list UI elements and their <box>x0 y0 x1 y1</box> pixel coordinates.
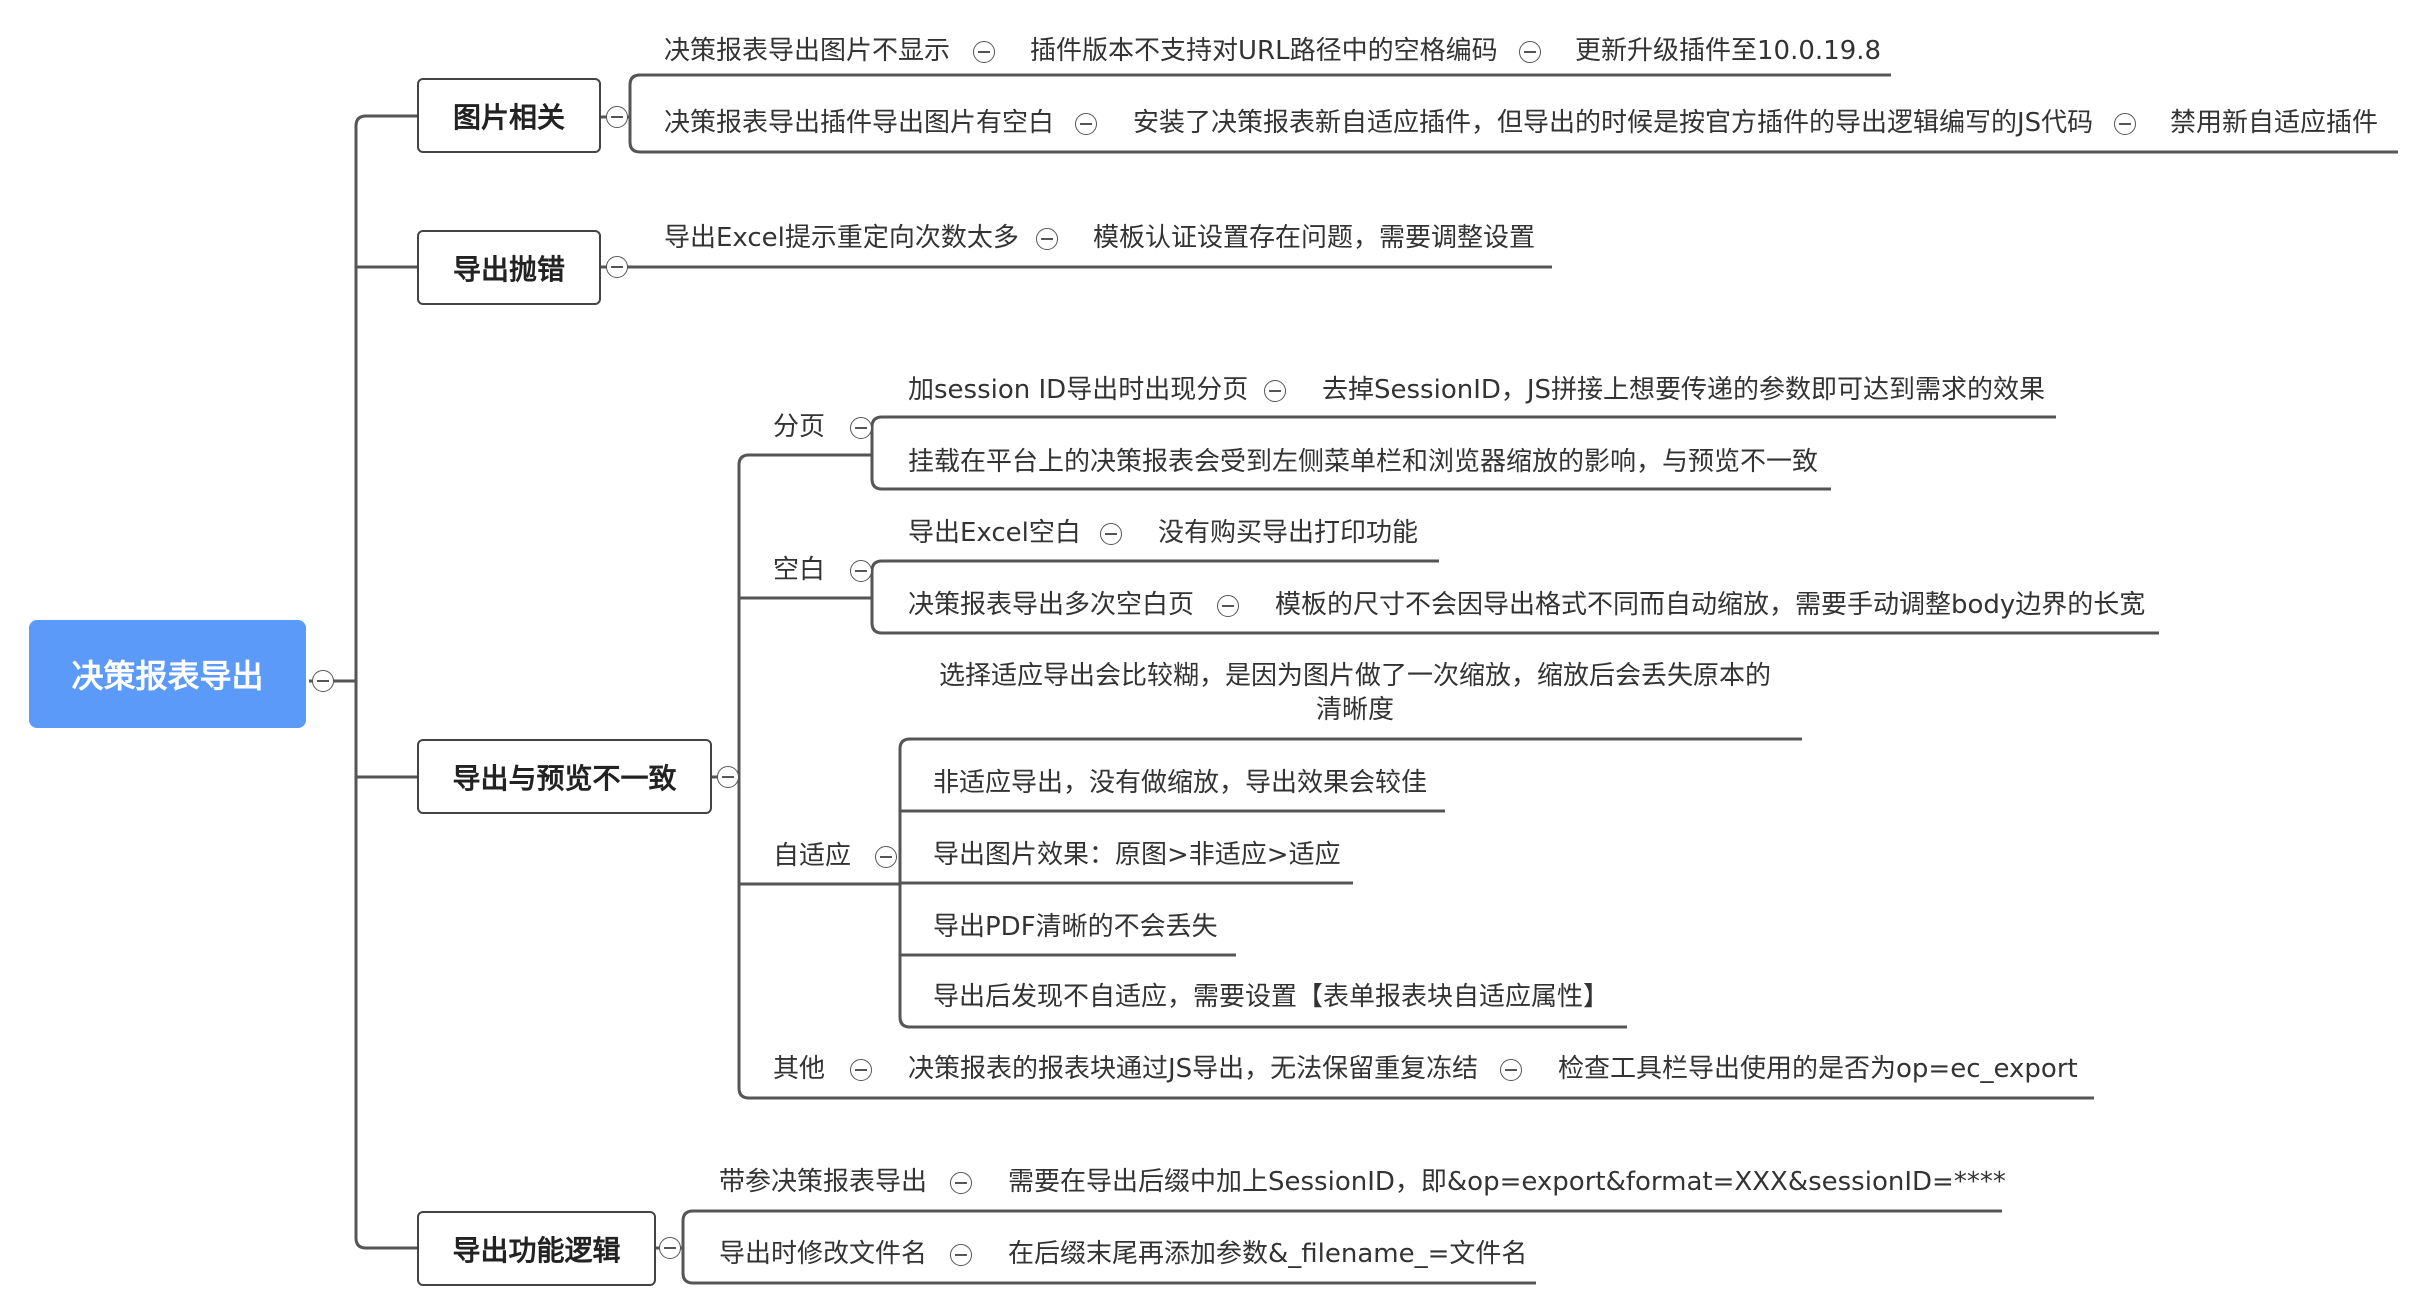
collapse-toggle-icon[interactable] <box>606 106 628 128</box>
branch-topic-export-logic[interactable]: 导出功能逻辑 <box>417 1211 656 1286</box>
leaf-topic[interactable]: 导出图片效果：原图>非适应>适应 <box>933 840 1341 871</box>
collapse-toggle-icon[interactable] <box>1100 523 1122 545</box>
leaf-topic[interactable]: 去掉SessionID，JS拼接上想要传递的参数即可达到需求的效果 <box>1322 375 2046 406</box>
collapse-toggle-icon[interactable] <box>950 1172 972 1194</box>
subtopic-other[interactable]: 其他 <box>773 1054 826 1085</box>
collapse-toggle-icon[interactable] <box>1075 113 1097 135</box>
collapse-toggle-icon[interactable] <box>1519 41 1541 63</box>
collapse-toggle-icon[interactable] <box>1217 595 1239 617</box>
collapse-toggle-icon[interactable] <box>312 670 334 692</box>
branch-topic-export-preview-mismatch[interactable]: 导出与预览不一致 <box>417 739 712 814</box>
leaf-topic[interactable]: 加session ID导出时出现分页 <box>908 375 1249 406</box>
leaf-topic[interactable]: 导出Excel提示重定向次数太多 <box>664 223 1019 254</box>
leaf-topic[interactable]: 决策报表导出插件导出图片有空白 <box>664 108 1055 139</box>
root-topic-label: 决策报表导出 <box>71 657 264 695</box>
collapse-toggle-icon[interactable] <box>973 41 995 63</box>
branch-label: 导出与预览不一致 <box>452 761 677 795</box>
subtopic-blank[interactable]: 空白 <box>773 555 826 586</box>
subtopic-adaptive[interactable]: 自适应 <box>773 841 852 872</box>
collapse-toggle-icon[interactable] <box>875 846 897 868</box>
collapse-toggle-icon[interactable] <box>2114 113 2136 135</box>
collapse-toggle-icon[interactable] <box>1264 380 1286 402</box>
leaf-topic[interactable]: 需要在导出后缀中加上SessionID，即&op=export&format=X… <box>1008 1167 2006 1198</box>
leaf-line: 选择适应导出会比较糊，是因为图片做了一次缩放，缩放后会丢失原本的 <box>938 661 1771 692</box>
leaf-topic[interactable]: 安装了决策报表新自适应插件，但导出的时候是按官方插件的导出逻辑编写的JS代码 <box>1133 108 2094 139</box>
branch-label: 导出功能逻辑 <box>452 1233 621 1267</box>
root-topic[interactable]: 决策报表导出 <box>29 620 306 728</box>
leaf-topic[interactable]: 导出PDF清晰的不会丢失 <box>933 912 1218 943</box>
leaf-topic[interactable]: 选择适应导出会比较糊，是因为图片做了一次缩放，缩放后会丢失原本的 清晰度 <box>930 660 1780 728</box>
leaf-topic[interactable]: 禁用新自适应插件 <box>2170 108 2379 139</box>
leaf-topic[interactable]: 非适应导出，没有做缩放，导出效果会较佳 <box>933 768 1428 799</box>
branch-label: 导出抛错 <box>452 252 565 286</box>
collapse-toggle-icon[interactable] <box>659 1237 681 1259</box>
leaf-topic[interactable]: 带参决策报表导出 <box>719 1167 928 1198</box>
leaf-topic[interactable]: 检查工具栏导出使用的是否为op=ec_export <box>1558 1054 2078 1085</box>
collapse-toggle-icon[interactable] <box>850 417 872 439</box>
subtopic-pagination[interactable]: 分页 <box>773 412 826 443</box>
leaf-topic[interactable]: 导出Excel空白 <box>908 518 1081 549</box>
leaf-topic[interactable]: 导出后发现不自适应，需要设置【表单报表块自适应属性】 <box>933 982 1610 1013</box>
collapse-toggle-icon[interactable] <box>717 766 739 788</box>
leaf-line: 清晰度 <box>1315 695 1394 725</box>
leaf-topic[interactable]: 挂载在平台上的决策报表会受到左侧菜单栏和浏览器缩放的影响，与预览不一致 <box>908 447 1819 478</box>
branch-topic-image[interactable]: 图片相关 <box>417 78 601 153</box>
leaf-topic[interactable]: 决策报表导出图片不显示 <box>664 36 951 67</box>
collapse-toggle-icon[interactable] <box>1036 228 1058 250</box>
leaf-topic[interactable]: 导出时修改文件名 <box>719 1239 928 1270</box>
leaf-topic[interactable]: 模板的尺寸不会因导出格式不同而自动缩放，需要手动调整body边界的长宽 <box>1275 590 2146 621</box>
collapse-toggle-icon[interactable] <box>950 1244 972 1266</box>
leaf-topic[interactable]: 决策报表导出多次空白页 <box>908 590 1195 621</box>
collapse-toggle-icon[interactable] <box>1500 1059 1522 1081</box>
leaf-topic[interactable]: 模板认证设置存在问题，需要调整设置 <box>1093 223 1536 254</box>
branch-label: 图片相关 <box>452 100 565 134</box>
collapse-toggle-icon[interactable] <box>850 560 872 582</box>
branch-topic-export-error[interactable]: 导出抛错 <box>417 230 601 305</box>
leaf-topic[interactable]: 没有购买导出打印功能 <box>1158 518 1419 549</box>
leaf-topic[interactable]: 更新升级插件至10.0.19.8 <box>1575 36 1882 67</box>
leaf-topic[interactable]: 决策报表的报表块通过JS导出，无法保留重复冻结 <box>908 1054 1479 1085</box>
leaf-topic[interactable]: 插件版本不支持对URL路径中的空格编码 <box>1030 36 1498 67</box>
collapse-toggle-icon[interactable] <box>850 1059 872 1081</box>
leaf-topic[interactable]: 在后缀末尾再添加参数&_filename_=文件名 <box>1008 1239 1528 1270</box>
collapse-toggle-icon[interactable] <box>606 256 628 278</box>
